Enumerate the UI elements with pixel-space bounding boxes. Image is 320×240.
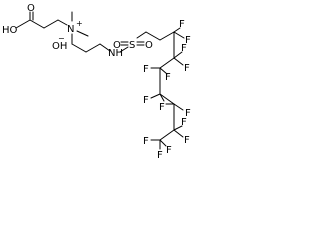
bond-f-2a — [173, 51, 183, 59]
bond-ho-c — [15, 19, 31, 29]
sulfonyl-oxygen-left-label: O — [113, 40, 121, 51]
bond-ch2-nh — [99, 43, 111, 52]
structure-diagram: HO O N + OH − NH S O O F F F F F F F F F… — [2, 3, 191, 161]
fluorine-label: F — [143, 95, 149, 106]
bond-n-methyl-right — [76, 30, 89, 37]
bond-cf-6-7 — [159, 129, 175, 141]
bond-f-5b — [173, 103, 184, 111]
bond-f-1a — [173, 27, 181, 33]
bond-ch2-ch2 — [43, 19, 59, 29]
fluorine-label: F — [185, 108, 191, 119]
bond-ch2-ch2-c — [85, 43, 101, 53]
fluorine-label: F — [181, 117, 187, 128]
ammonium-nitrogen-label: N — [67, 24, 74, 35]
bond-f-2b — [173, 57, 184, 66]
fluorine-label: F — [179, 19, 185, 30]
bond-f-4a — [150, 93, 161, 99]
fluorine-label: F — [157, 150, 163, 161]
bonds — [15, 11, 185, 150]
amide-nh-label: NH — [108, 48, 123, 59]
atom-labels: HO O N + OH − NH S O O F F F F F F F F F… — [2, 3, 191, 161]
fluorine-label: F — [181, 43, 187, 54]
bond-cf-4-5 — [159, 93, 175, 105]
sulfonyl-oxygen-right-label: O — [145, 40, 153, 51]
bond-f-4b — [159, 93, 165, 102]
sulfur-label: S — [129, 40, 135, 51]
bond-f-6b — [173, 129, 184, 138]
molecule-svg: HO O N + OH − NH S O O F F F F F F F F F… — [2, 3, 191, 161]
fluorine-label: F — [159, 102, 165, 113]
bond-ch2-n — [57, 19, 68, 26]
fluorine-label: F — [143, 136, 149, 147]
hydroxide-label: OH — [52, 41, 67, 52]
bond-cf-2-3 — [159, 57, 175, 69]
bond-ch2-ch2-b — [71, 43, 87, 53]
fluorine-label: F — [166, 145, 172, 156]
fluorine-label: F — [184, 63, 190, 74]
fluorine-label: F — [165, 72, 171, 83]
bond-f-3b — [159, 67, 168, 75]
bond-s-ch2 — [136, 31, 147, 39]
bond-ch2-ch2-d — [145, 31, 161, 41]
bond-f-7c — [159, 139, 167, 147]
bond-f-6a — [173, 125, 183, 131]
fluorine-label: F — [184, 135, 190, 146]
bond-f-1b — [173, 31, 185, 39]
bond-c-ch2 — [29, 19, 45, 29]
hydroxyl-label: HO — [2, 25, 18, 36]
ammonium-charge-label: + — [76, 19, 83, 28]
fluorine-label: F — [143, 64, 149, 75]
fluorine-label: F — [185, 35, 191, 46]
bond-nh-s — [119, 46, 129, 53]
carbonyl-oxygen-label: O — [27, 3, 35, 14]
bond-ch2-cf2 — [159, 31, 175, 41]
hydroxide-charge-label: − — [58, 34, 65, 43]
